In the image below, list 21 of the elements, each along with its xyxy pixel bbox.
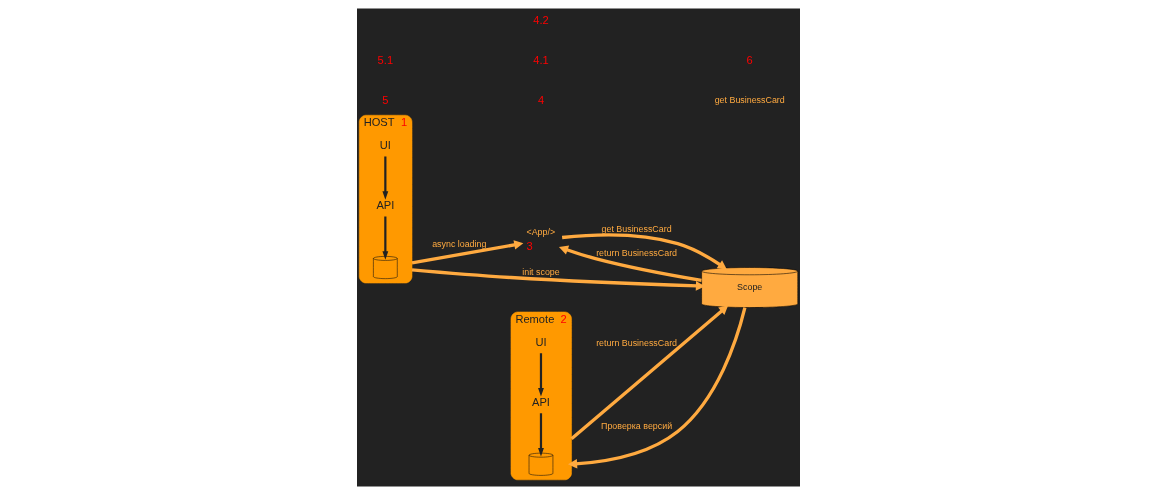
label: 4.1 bbox=[533, 53, 549, 66]
edge-label: return BusinessCard bbox=[596, 338, 678, 349]
node-text: API bbox=[376, 199, 395, 212]
node-text: API bbox=[532, 395, 550, 408]
edge-label: get BusinessCard bbox=[601, 223, 672, 234]
label: get BusinessCard bbox=[714, 94, 785, 105]
label: 4.2 bbox=[533, 13, 549, 26]
node-label: 3 bbox=[526, 239, 533, 252]
edge-label: async loading bbox=[432, 238, 487, 249]
edge-label: return BusinessCard bbox=[596, 247, 678, 258]
label: 5 bbox=[382, 93, 389, 106]
node-label: 1 bbox=[400, 115, 408, 128]
label: 4 bbox=[537, 93, 545, 106]
node-label: 2 bbox=[560, 312, 567, 325]
edge-label: init scope bbox=[522, 266, 560, 277]
label: 6 bbox=[746, 53, 753, 66]
node-text: UI bbox=[379, 139, 391, 152]
node-text: <App/> bbox=[526, 226, 556, 237]
label: 5.1 bbox=[377, 53, 394, 66]
edge-label: Проверка версий bbox=[601, 420, 673, 431]
node-text: UI bbox=[535, 335, 547, 348]
